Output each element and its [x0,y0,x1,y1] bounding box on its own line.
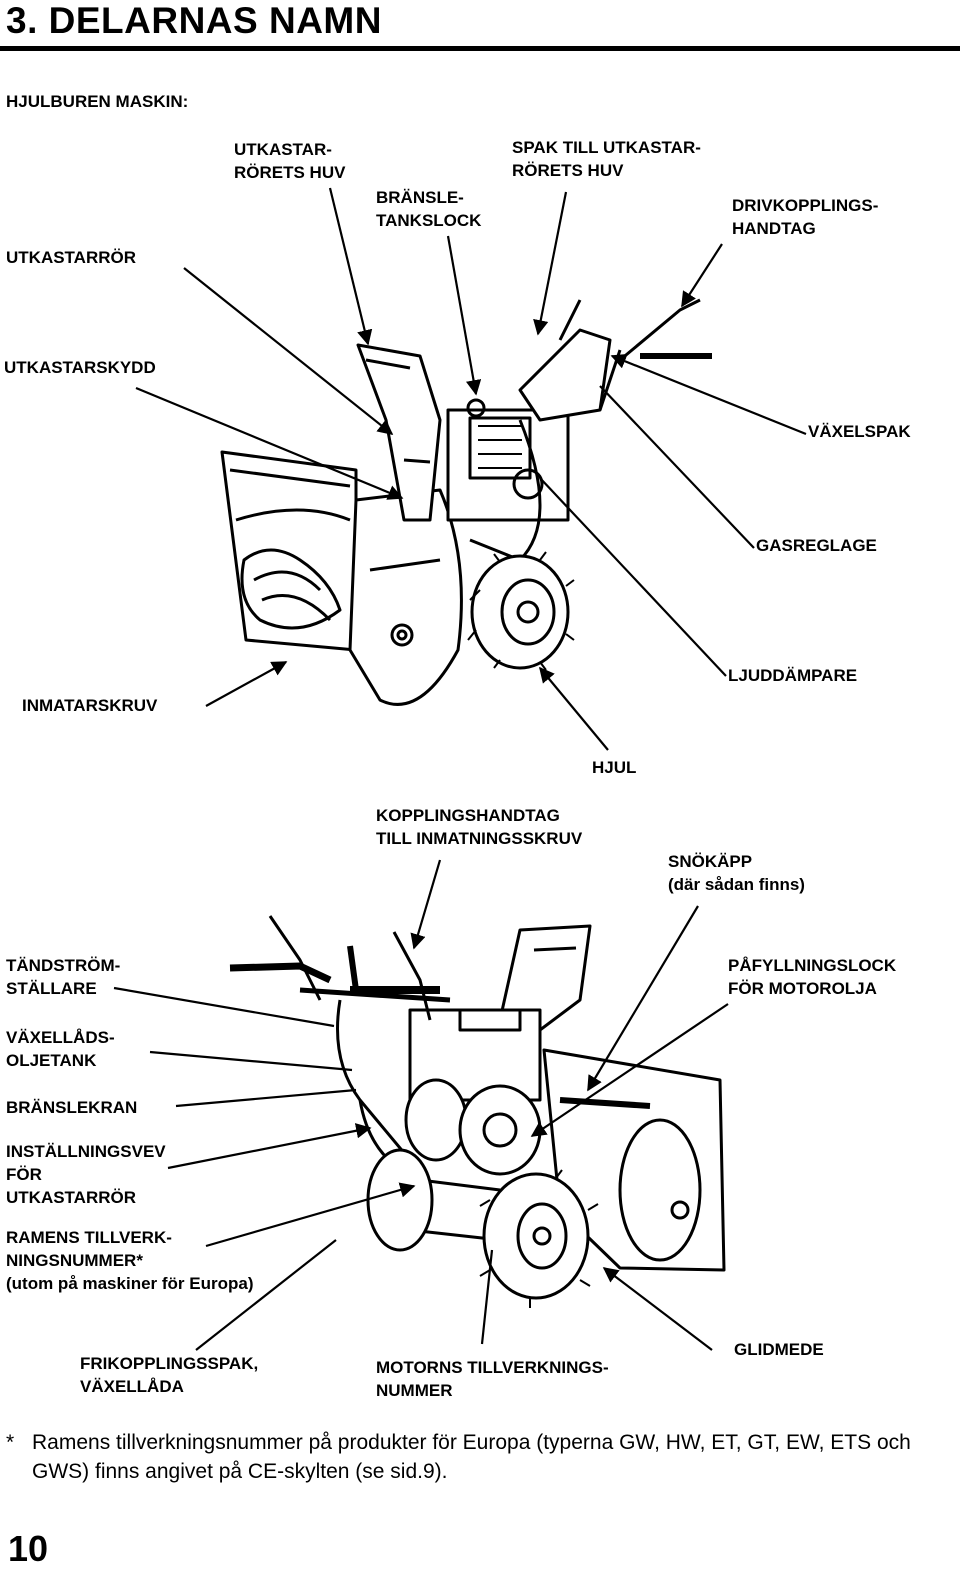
label-line: UTKASTAR- [234,140,332,159]
label-tandstromstallare: TÄNDSTRÖM- STÄLLARE [6,954,120,1000]
label-frikopplingsspak: FRIKOPPLINGSSPAK, VÄXELLÅDA [80,1352,258,1398]
label-utkastarskydd: UTKASTARSKYDD [4,358,156,377]
label-line: VÄXELLÅDA [80,1377,184,1396]
label-line: TÄNDSTRÖM- [6,956,121,975]
label-vaxelspak: VÄXELSPAK [808,422,911,441]
label-motorns-nummer: MOTORNS TILLVERKNINGS- NUMMER [376,1356,609,1402]
label-installningsvev: INSTÄLLNINGSVEV FÖR UTKASTARRÖR [6,1140,166,1209]
label-line: VÄXELLÅDS- [6,1028,115,1047]
label-line: KOPPLINGSHANDTAG [376,806,560,825]
footnote-marker: * [6,1431,15,1454]
footnote-text: Ramens tillverkningsnummer på produkter … [32,1431,911,1483]
page-title: 3. DELARNAS NAMN [6,0,382,41]
label-kopplingshandtag: KOPPLINGSHANDTAG TILL INMATNINGSSKRUV [376,804,582,850]
label-line: INSTÄLLNINGSVEV [6,1142,166,1161]
label-line: HANDTAG [732,219,816,238]
label-ramens-nummer: RAMENS TILLVERK- NINGSNUMMER* (utom på m… [6,1226,253,1295]
label-branslelock: BRÄNSLE- TANKSLOCK [376,186,481,232]
label-line: SNÖKÄPP [668,852,753,871]
label-line: RAMENS TILLVERK- [6,1228,172,1247]
label-line: BRÄNSLE- [376,188,464,207]
label-line: TILL INMATNINGSSKRUV [376,829,583,848]
label-inmatarskruv: INMATARSKRUV [22,696,158,715]
label-line: DRIVKOPPLINGS- [732,196,879,215]
label-ljuddampare: LJUDDÄMPARE [728,666,858,685]
label-glidmede: GLIDMEDE [734,1340,824,1359]
label-line: TANKSLOCK [376,211,482,230]
leader-lines-bottom [113,859,729,1351]
title-rule [0,46,960,51]
label-spak-huv: SPAK TILL UTKASTAR- RÖRETS HUV [512,136,701,182]
label-line: (utom på maskiner för Europa) [6,1274,254,1293]
top-machine-drawing [220,298,712,706]
label-line: RÖRETS HUV [512,161,624,180]
leader-lines-top [135,187,807,751]
label-line: FRIKOPPLINGSSPAK, [80,1354,259,1373]
label-line: NUMMER [376,1381,453,1400]
label-line: (där sådan finns) [668,875,805,894]
label-line: FÖR [6,1165,42,1184]
label-branslekran: BRÄNSLEKRAN [6,1098,138,1117]
label-line: STÄLLARE [6,979,97,998]
label-line: MOTORNS TILLVERKNINGS- [376,1358,609,1377]
label-line: SPAK TILL UTKASTAR- [512,138,701,157]
label-hjul: HJUL [592,758,637,777]
label-utkastarror: UTKASTARRÖR [6,248,137,267]
label-utkastarrorets-huv: UTKASTAR- RÖRETS HUV [234,138,345,184]
label-snokapp: SNÖKÄPP (där sådan finns) [668,850,805,896]
label-pafyllningslock: PÅFYLLNINGSLOCK FÖR MOTOROLJA [728,954,896,1000]
label-line: FÖR MOTOROLJA [728,979,877,998]
label-line: UTKASTARRÖR [6,1188,137,1207]
label-line: NINGSNUMMER* [6,1251,143,1270]
label-line: RÖRETS HUV [234,163,346,182]
label-gasreglage: GASREGLAGE [756,536,877,555]
page-number: 10 [8,1528,49,1569]
label-drivkopplingshandtag: DRIVKOPPLINGS- HANDTAG [732,194,878,240]
label-line: OLJETANK [6,1051,97,1070]
label-line: PÅFYLLNINGSLOCK [728,956,897,975]
section-heading-wheeled: HJULBUREN MASKIN: [6,92,189,111]
bottom-machine-drawing [229,915,726,1308]
label-vaxelladsoljetank: VÄXELLÅDS- OLJETANK [6,1026,115,1072]
